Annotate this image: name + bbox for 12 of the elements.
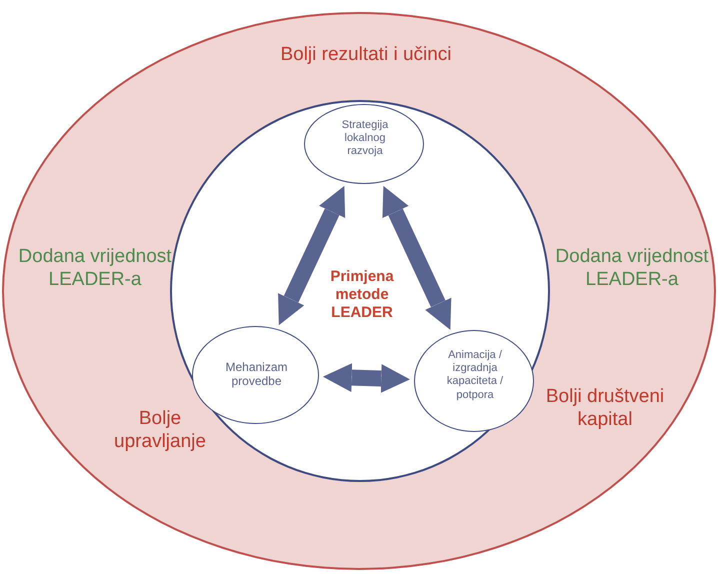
- node-label: Strategija lokalnog razvoja: [340, 119, 390, 159]
- region-label: Dodana vrijednost LEADER-a: [554, 246, 710, 292]
- double-arrow: [322, 363, 410, 393]
- region-label: Bolji društveni kapital: [544, 386, 666, 432]
- node-label: Animacija / izgradnja kapaciteta / potpora: [446, 349, 504, 402]
- region-label: Bolje upravljanje: [113, 408, 207, 454]
- center-label: Primjena metode LEADER: [329, 268, 395, 322]
- double-arrow: [278, 186, 346, 326]
- region-label: Dodana vrijednost LEADER-a: [17, 246, 173, 292]
- heading-text: Bolji rezultati i učinci: [279, 44, 453, 67]
- node-label: Mehanizam provedbe: [224, 360, 289, 389]
- double-arrow: [382, 186, 452, 330]
